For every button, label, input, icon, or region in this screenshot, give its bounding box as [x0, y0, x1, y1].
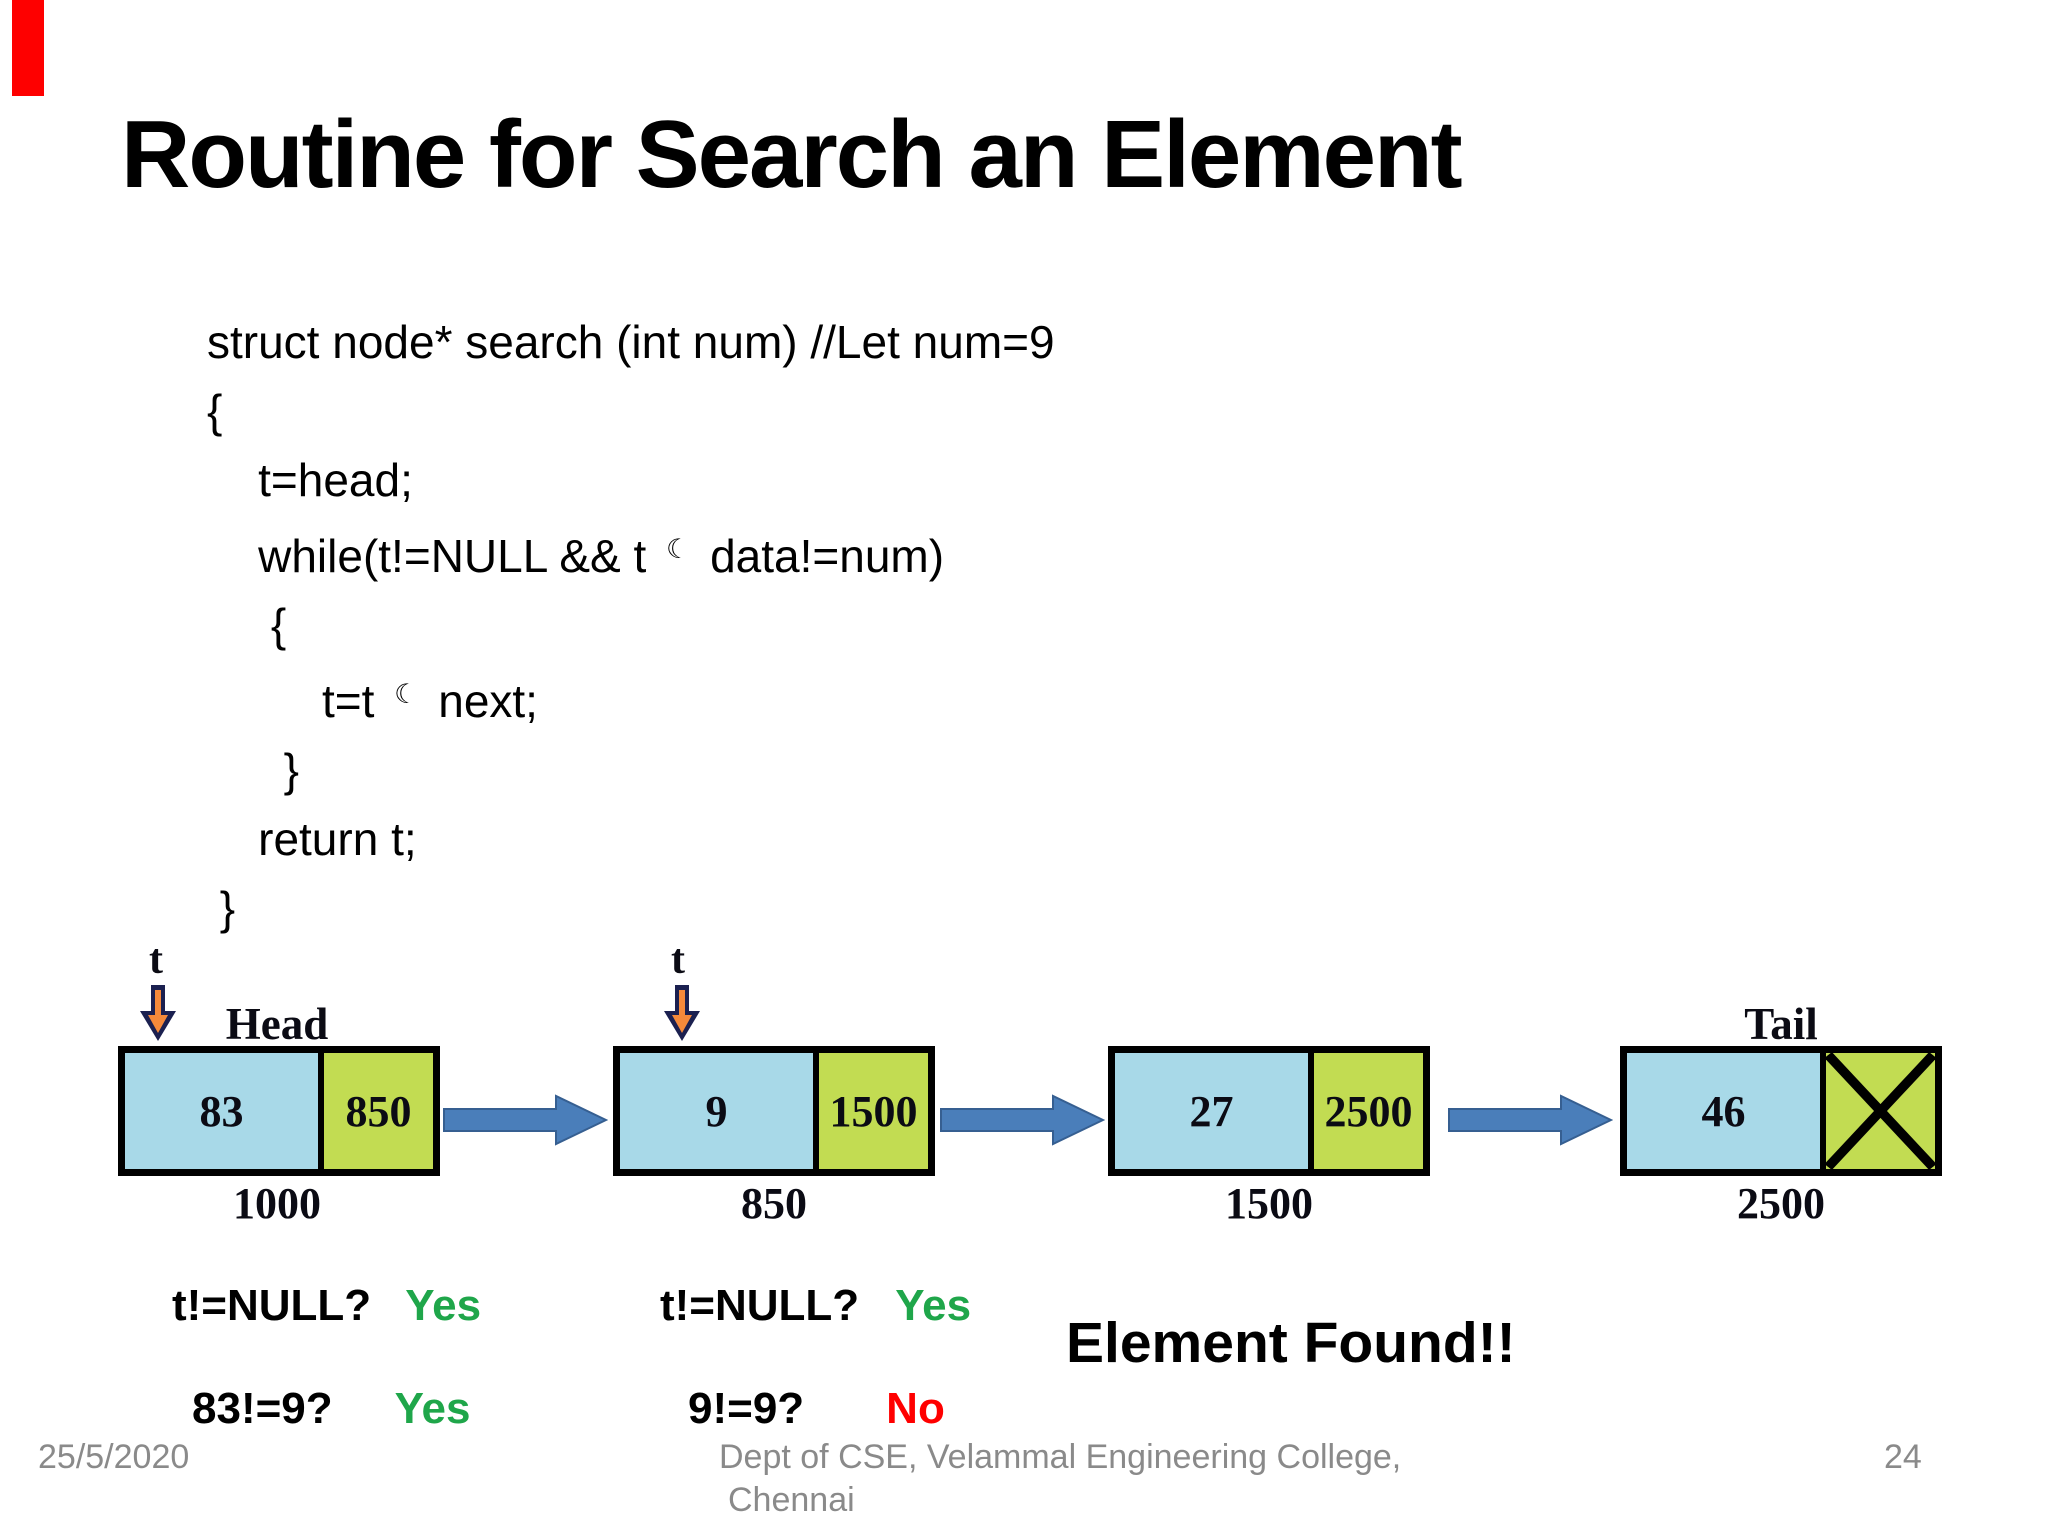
arrow-operator-icon: ☾	[666, 534, 691, 565]
check-t-not-null-2: t!=NULL? Yes	[660, 1281, 971, 1331]
footer-page-number: 24	[1884, 1438, 1922, 1476]
node-data-cell: 27	[1115, 1053, 1308, 1169]
node-next-cell: 1500	[813, 1053, 928, 1169]
link-arrow-icon	[443, 1094, 608, 1146]
node-address: 1500	[1225, 1179, 1313, 1228]
footer-date: 25/5/2020	[38, 1438, 190, 1476]
link-arrow-icon	[940, 1094, 1105, 1146]
arrow-operator-icon: ☾	[394, 679, 419, 710]
tail-label: Tail	[1744, 999, 1818, 1049]
check-answer: No	[886, 1384, 945, 1433]
check-question: t!=NULL?	[660, 1281, 860, 1330]
list-node: 27 2500	[1108, 1046, 1430, 1176]
footer-department-line2: Chennai	[728, 1481, 855, 1519]
code-line: {	[207, 385, 223, 437]
node-data-cell: 83	[125, 1053, 318, 1169]
footer-department: Dept of CSE, Velammal Engineering Colleg…	[719, 1436, 1401, 1522]
code-line: return t;	[207, 813, 417, 865]
node-next-cell: 2500	[1308, 1053, 1423, 1169]
code-block: struct node* search (int num) //Let num=…	[207, 308, 1055, 943]
check-t-not-null-1: t!=NULL? Yes	[172, 1281, 481, 1331]
page-title: Routine for Search an Element	[121, 101, 1463, 208]
list-node: 9 1500	[613, 1046, 935, 1176]
check-answer: Yes	[895, 1281, 972, 1330]
list-node: 83 850	[118, 1046, 440, 1176]
code-line: struct node* search (int num) //Let num=…	[207, 316, 1055, 368]
check-9-not-9: 9!=9? No	[688, 1384, 945, 1434]
code-line: }	[207, 882, 236, 934]
pointer-down-arrow-icon	[140, 985, 176, 1041]
list-node: 46	[1620, 1046, 1942, 1176]
code-line: t=t ☾ next;	[207, 675, 538, 727]
element-found-text: Element Found!!	[1066, 1311, 1516, 1375]
check-answer: Yes	[405, 1281, 482, 1330]
pointer-t-label: t	[671, 937, 685, 983]
check-answer: Yes	[394, 1384, 471, 1433]
check-question: t!=NULL?	[172, 1281, 372, 1330]
node-data-cell: 9	[620, 1053, 813, 1169]
node-next-cell: 850	[318, 1053, 433, 1169]
pointer-down-arrow-icon	[664, 985, 700, 1041]
link-arrow-icon	[1448, 1094, 1613, 1146]
node-address: 1000	[233, 1179, 321, 1228]
node-null-cell	[1820, 1053, 1935, 1169]
code-line: {	[207, 599, 287, 651]
node-address: 850	[741, 1179, 807, 1228]
red-accent-bar	[12, 0, 44, 96]
footer-department-line1: Dept of CSE, Velammal Engineering Colleg…	[719, 1438, 1402, 1476]
check-question: 9!=9?	[688, 1384, 805, 1433]
null-cross-icon	[1826, 1053, 1935, 1169]
code-line: t=head;	[207, 454, 413, 506]
head-label: Head	[225, 999, 329, 1049]
code-line: }	[207, 744, 300, 796]
check-question: 83!=9?	[192, 1384, 333, 1433]
code-line: while(t!=NULL && t ☾ data!=num)	[207, 530, 945, 582]
node-data-cell: 46	[1627, 1053, 1820, 1169]
check-83-not-9: 83!=9? Yes	[192, 1384, 471, 1434]
pointer-t-label: t	[149, 937, 163, 983]
node-address: 2500	[1737, 1179, 1825, 1228]
